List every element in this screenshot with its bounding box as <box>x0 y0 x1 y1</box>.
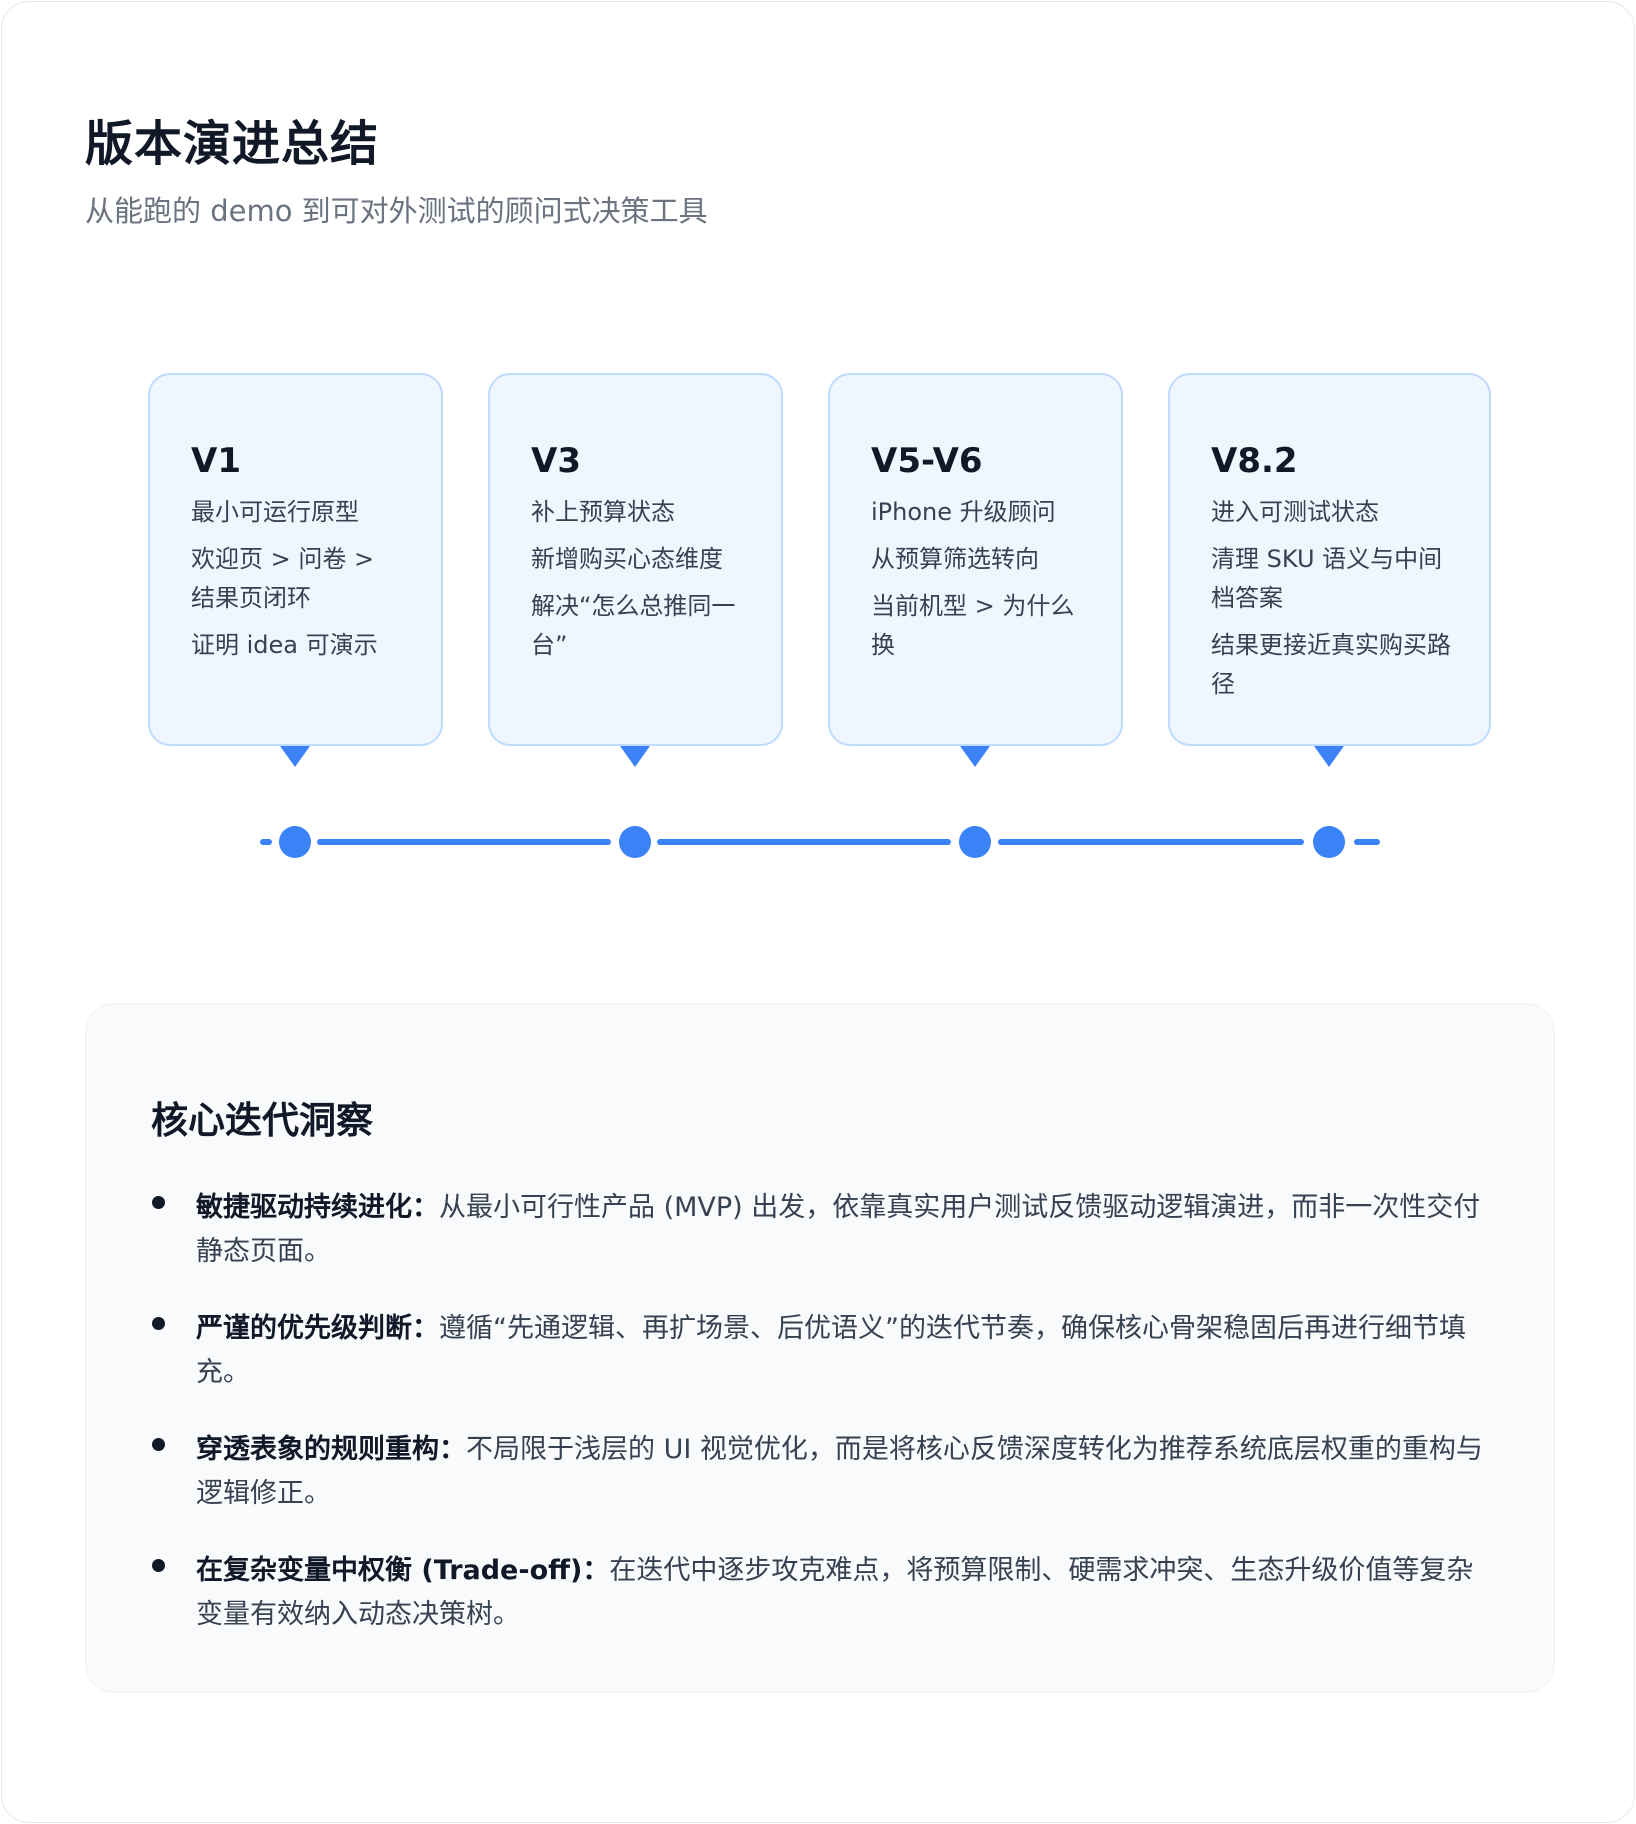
version-note: 最小可运行原型 <box>191 498 359 526</box>
insights-panel: 核心迭代洞察 敏捷驱动持续进化：从最小可行性产品 (MVP) 出发，依靠真实用户… <box>85 1003 1555 1693</box>
version-label: V1 <box>191 441 241 481</box>
version-label: V3 <box>531 441 581 481</box>
timeline-segment <box>998 839 1304 845</box>
insight-term: 敏捷驱动持续进化 <box>196 1192 412 1223</box>
version-label: V5-V6 <box>871 441 983 481</box>
timeline-node-v1 <box>279 826 311 858</box>
timeline-segment <box>1354 839 1380 845</box>
page-subtitle: 从能跑的 demo 到可对外测试的顾问式决策工具 <box>85 194 708 228</box>
bullet-icon <box>152 1559 165 1572</box>
card-pointer <box>960 746 990 767</box>
timeline-axis <box>260 839 1380 845</box>
version-note: 欢迎页 > 问卷 > 结果页闭环 <box>191 545 375 612</box>
version-note: 新增购买心态维度 <box>531 545 723 573</box>
version-card-v1: V1 最小可运行原型 欢迎页 > 问卷 > 结果页闭环 证明 idea 可演示 <box>148 373 443 746</box>
insights-list: 敏捷驱动持续进化：从最小可行性产品 (MVP) 出发，依靠真实用户测试反馈驱动逻… <box>152 1186 1492 1670</box>
version-note: iPhone 升级顾问 <box>871 498 1056 526</box>
timeline-segment <box>260 839 272 845</box>
version-label: V8.2 <box>1211 441 1298 481</box>
version-note: 清理 SKU 语义与中间档答案 <box>1211 545 1443 612</box>
timeline-segment <box>317 839 611 845</box>
card-pointer <box>620 746 650 767</box>
timeline-segment <box>657 839 951 845</box>
timeline-node-v5-v6 <box>959 826 991 858</box>
insight-item: 敏捷驱动持续进化：从最小可行性产品 (MVP) 出发，依靠真实用户测试反馈驱动逻… <box>152 1186 1492 1274</box>
insights-title: 核心迭代洞察 <box>151 1099 373 1142</box>
page-title: 版本演进总结 <box>85 116 380 172</box>
insight-text: 不局限于浅层的 UI 视觉优化，而是将核心反馈深度转化为推荐系统底层权重的重构与… <box>196 1434 1483 1509</box>
timeline-node-v3 <box>619 826 651 858</box>
insight-item: 穿透表象的规则重构：不局限于浅层的 UI 视觉优化，而是将核心反馈深度转化为推荐… <box>152 1428 1492 1516</box>
version-card-v5-v6: V5-V6 iPhone 升级顾问 从预算筛选转向 当前机型 > 为什么换 <box>828 373 1123 746</box>
version-note: 当前机型 > 为什么换 <box>871 592 1075 659</box>
version-note: 进入可测试状态 <box>1211 498 1379 526</box>
insight-separator: ： <box>412 1313 439 1344</box>
insight-separator: ： <box>412 1192 439 1223</box>
version-card-v3: V3 补上预算状态 新增购买心态维度 解决“怎么总推同一台” <box>488 373 783 746</box>
version-note: 证明 idea 可演示 <box>191 631 378 659</box>
insight-item: 在复杂变量中权衡 (Trade-off)：在迭代中逐步攻克难点，将预算限制、硬需… <box>152 1549 1492 1637</box>
insight-term: 在复杂变量中权衡 (Trade-off) <box>196 1555 583 1586</box>
insight-separator: ： <box>439 1434 466 1465</box>
version-note: 解决“怎么总推同一台” <box>531 592 736 659</box>
bullet-icon <box>152 1317 165 1330</box>
insight-text: 遵循“先通逻辑、再扩场景、后优语义”的迭代节奏，确保核心骨架稳固后再进行细节填充… <box>196 1313 1466 1388</box>
insight-term: 严谨的优先级判断 <box>196 1313 412 1344</box>
insight-text: 在迭代中逐步攻克难点，将预算限制、硬需求冲突、生态升级价值等复杂变量有效纳入动态… <box>196 1555 1474 1630</box>
timeline-node-v8-2 <box>1313 826 1345 858</box>
version-card-v8-2: V8.2 进入可测试状态 清理 SKU 语义与中间档答案 结果更接近真实购买路径 <box>1168 373 1491 746</box>
version-note: 结果更接近真实购买路径 <box>1211 631 1451 698</box>
card-pointer <box>1314 746 1344 767</box>
insight-text: 从最小可行性产品 (MVP) 出发，依靠真实用户测试反馈驱动逻辑演进，而非一次性… <box>196 1192 1481 1267</box>
bullet-icon <box>152 1196 165 1209</box>
insight-term: 穿透表象的规则重构 <box>196 1434 439 1465</box>
bullet-icon <box>152 1438 165 1451</box>
version-note: 从预算筛选转向 <box>871 545 1039 573</box>
version-note: 补上预算状态 <box>531 498 675 526</box>
insight-separator: ： <box>582 1555 610 1586</box>
card-pointer <box>280 746 310 767</box>
insight-item: 严谨的优先级判断：遵循“先通逻辑、再扩场景、后优语义”的迭代节奏，确保核心骨架稳… <box>152 1307 1492 1395</box>
